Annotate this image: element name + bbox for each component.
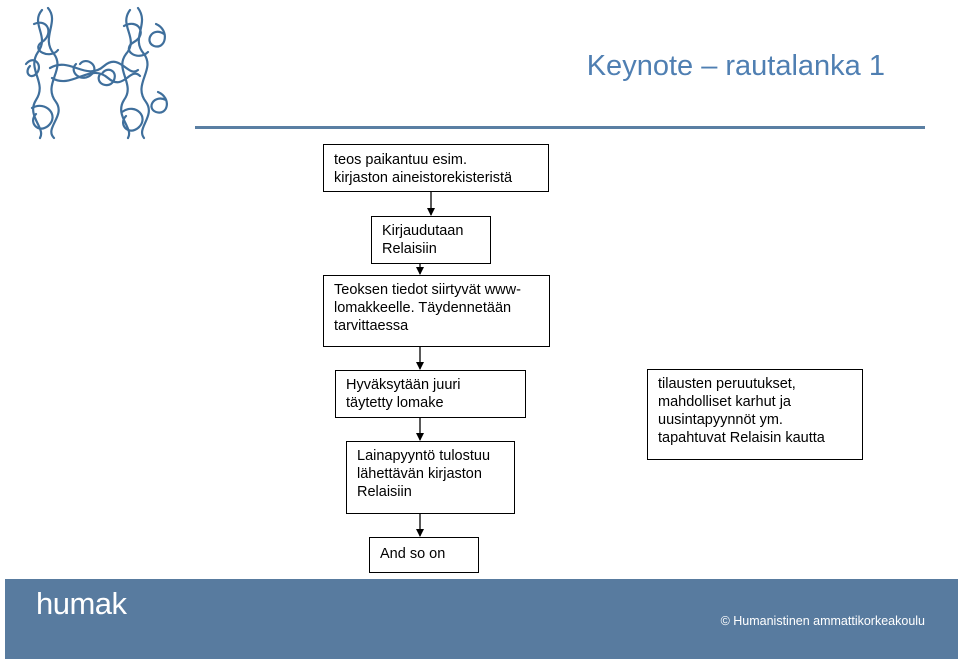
- humak-knot-logo-icon: [24, 6, 168, 140]
- flow-step-approve-form: Hyväksytään juuri täytetty lomake: [335, 370, 526, 418]
- title-underline: [195, 126, 925, 129]
- footer-bar: humak © Humanistinen ammattikorkeakoulu: [5, 579, 958, 659]
- side-note-box: tilausten peruutukset, mahdolliset karhu…: [647, 369, 863, 460]
- flow-step-login: Kirjaudutaan Relaisiin: [371, 216, 491, 264]
- flow-step-and-so-on: And so on: [369, 537, 479, 573]
- flow-step-request-printed: Lainapyyntö tulostuu lähettävän kirjasto…: [346, 441, 515, 514]
- page-title: Keynote – rautalanka 1: [586, 50, 885, 82]
- footer-copyright: © Humanistinen ammattikorkeakoulu: [720, 614, 925, 628]
- flow-step-form-transfer: Teoksen tiedot siirtyvät www- lomakkeell…: [323, 275, 550, 347]
- footer-brand-logo: humak: [36, 586, 127, 621]
- flow-step-locate-item: teos paikantuu esim. kirjaston aineistor…: [323, 144, 549, 192]
